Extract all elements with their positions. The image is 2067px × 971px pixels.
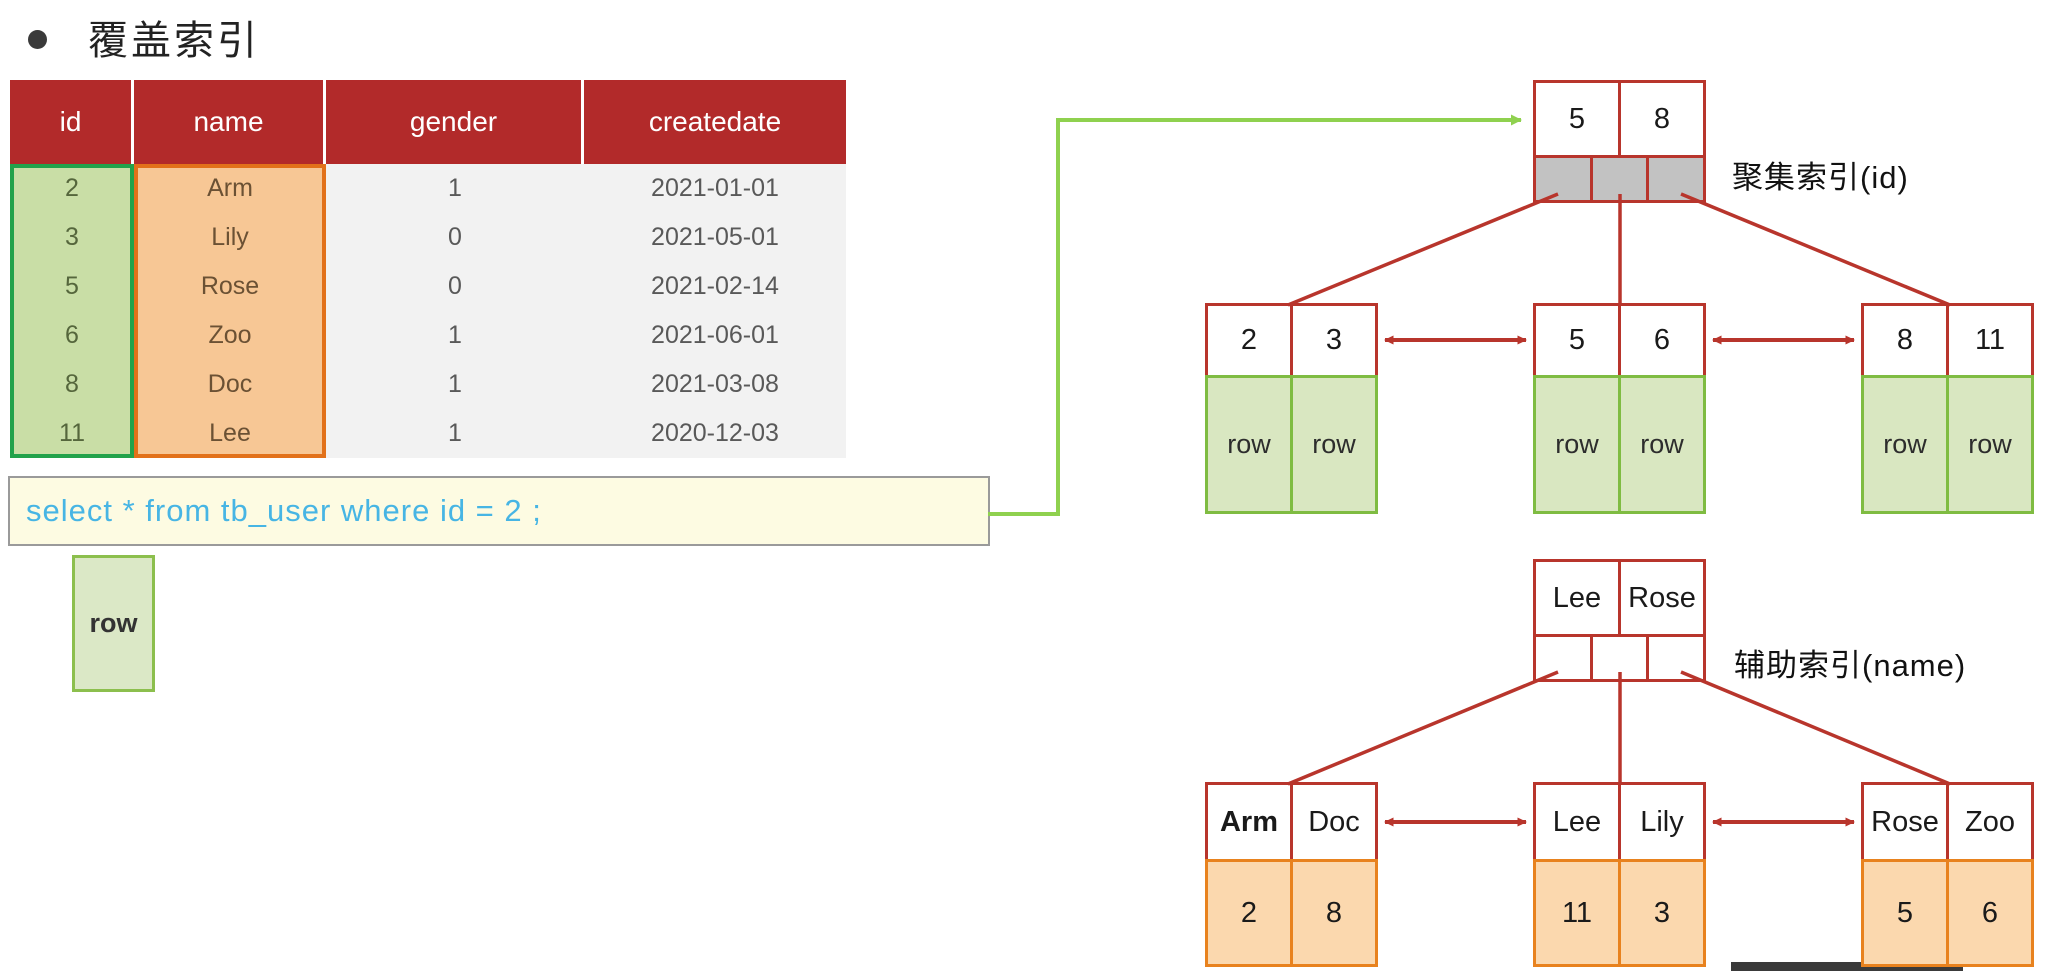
leaf-key: Arm — [1205, 782, 1293, 862]
cell-gender: 1 — [326, 311, 584, 360]
leaf-key: 8 — [1861, 303, 1949, 378]
bullet-icon — [28, 30, 47, 49]
leaf-key: Doc — [1290, 782, 1378, 862]
cell-name: Lily — [134, 213, 326, 262]
clustered-root-key: 8 — [1618, 80, 1706, 158]
standalone-row-box: row — [72, 555, 155, 692]
column-header-name: name — [134, 80, 326, 164]
table-row: 8 Doc 1 2021-03-08 — [10, 360, 846, 409]
clustered-root-pointer — [1646, 155, 1707, 203]
table-header-row: id name gender createdate — [10, 80, 846, 164]
leaf-key: 3 — [1290, 303, 1378, 378]
sql-query-text: select * from tb_user where id = 2 ; — [26, 493, 542, 528]
secondary-index-label: 辅助索引(name) — [1734, 648, 1967, 683]
cell-gender: 1 — [326, 360, 584, 409]
secondary-root-node: Lee Rose — [1533, 559, 1707, 682]
clustered-root-pointer — [1589, 155, 1650, 203]
cell-createdate: 2021-06-01 — [584, 311, 846, 360]
secondary-root-key: Rose — [1618, 559, 1706, 637]
cell-createdate: 2021-03-08 — [584, 360, 846, 409]
leaf-row-value: row — [1290, 375, 1378, 514]
clustered-index-label: 聚集索引(id) — [1732, 160, 1909, 195]
leaf-id-value: 5 — [1861, 859, 1949, 967]
cell-name: Doc — [134, 360, 326, 409]
cell-createdate: 2021-05-01 — [584, 213, 846, 262]
cropped-bottom-element — [1731, 962, 1963, 971]
secondary-leaf-node: Rose Zoo 5 6 — [1861, 782, 2034, 967]
clustered-pointer-line — [1287, 192, 1559, 307]
cell-id: 2 — [10, 164, 134, 213]
clustered-pointer-line — [1680, 192, 1951, 307]
leaf-key: Lee — [1533, 782, 1621, 862]
leaf-row-value: row — [1533, 375, 1621, 514]
leaf-id-value: 2 — [1205, 859, 1293, 967]
cell-name: Arm — [134, 164, 326, 213]
leaf-key: 5 — [1533, 303, 1621, 378]
column-header-gender: gender — [326, 80, 584, 164]
secondary-root-pointer — [1589, 634, 1650, 682]
cell-name: Zoo — [134, 311, 326, 360]
cell-gender: 1 — [326, 164, 584, 213]
table-row: 3 Lily 0 2021-05-01 — [10, 213, 846, 262]
leaf-row-value: row — [1618, 375, 1706, 514]
cell-id: 5 — [10, 262, 134, 311]
cell-name: Lee — [134, 409, 326, 458]
cell-name: Rose — [134, 262, 326, 311]
cell-id: 3 — [10, 213, 134, 262]
leaf-row-value: row — [1946, 375, 2034, 514]
column-header-createdate: createdate — [584, 80, 846, 164]
clustered-root-pointer — [1533, 155, 1593, 203]
clustered-leaf-node: 5 6 row row — [1533, 303, 1706, 514]
column-header-id: id — [10, 80, 134, 164]
secondary-leaf-node: Lee Lily 11 3 — [1533, 782, 1706, 967]
secondary-root-pointer — [1646, 634, 1707, 682]
secondary-leaf-node: Arm Doc 2 8 — [1205, 782, 1378, 967]
table-row: 2 Arm 1 2021-01-01 — [10, 164, 846, 213]
secondary-root-pointer — [1533, 634, 1593, 682]
leaf-key: 2 — [1205, 303, 1293, 378]
cell-gender: 0 — [326, 262, 584, 311]
leaf-key: Rose — [1861, 782, 1949, 862]
table-row: 6 Zoo 1 2021-06-01 — [10, 311, 846, 360]
cell-createdate: 2021-02-14 — [584, 262, 846, 311]
cell-createdate: 2021-01-01 — [584, 164, 846, 213]
cell-createdate: 2020-12-03 — [584, 409, 846, 458]
cell-id: 11 — [10, 409, 134, 458]
leaf-row-value: row — [1205, 375, 1293, 514]
cell-id: 6 — [10, 311, 134, 360]
sql-query-box: select * from tb_user where id = 2 ; — [8, 476, 990, 546]
cell-gender: 0 — [326, 213, 584, 262]
leaf-key: Zoo — [1946, 782, 2034, 862]
secondary-root-key: Lee — [1533, 559, 1621, 637]
cell-id: 8 — [10, 360, 134, 409]
leaf-id-value: 6 — [1946, 859, 2034, 967]
cell-gender: 1 — [326, 409, 584, 458]
clustered-root-node: 5 8 — [1533, 80, 1707, 203]
leaf-key: 6 — [1618, 303, 1706, 378]
secondary-pointer-line — [1287, 670, 1559, 786]
leaf-key: 11 — [1946, 303, 2034, 378]
page-title: 覆盖索引 — [88, 19, 260, 63]
table-body: 2 Arm 1 2021-01-01 3 Lily 0 2021-05-01 5… — [10, 164, 846, 458]
leaf-row-value: row — [1861, 375, 1949, 514]
user-table: id name gender createdate 2 Arm 1 2021-0… — [10, 80, 846, 458]
leaf-id-value: 3 — [1618, 859, 1706, 967]
leaf-id-value: 11 — [1533, 859, 1621, 967]
secondary-pointer-line — [1680, 670, 1951, 786]
table-row: 11 Lee 1 2020-12-03 — [10, 409, 846, 458]
clustered-leaf-node: 2 3 row row — [1205, 303, 1378, 514]
clustered-root-key: 5 — [1533, 80, 1621, 158]
table-row: 5 Rose 0 2021-02-14 — [10, 262, 846, 311]
leaf-id-value: 8 — [1290, 859, 1378, 967]
clustered-leaf-node: 8 11 row row — [1861, 303, 2034, 514]
leaf-key: Lily — [1618, 782, 1706, 862]
